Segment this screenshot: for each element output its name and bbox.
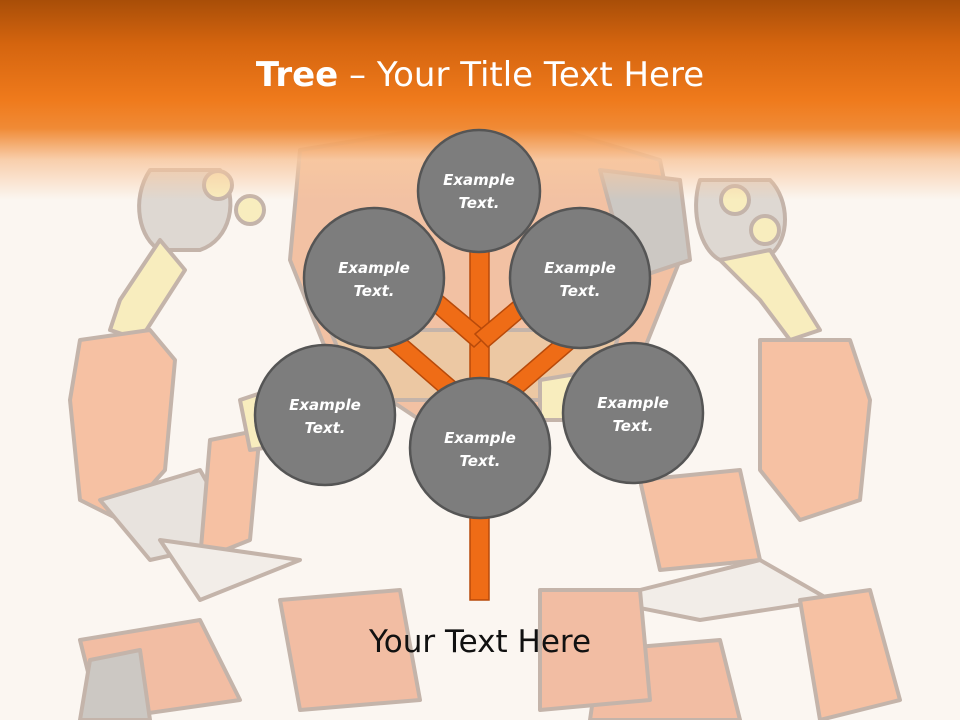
node-label-line2: Text.: [304, 419, 345, 437]
node-label-line1: Example: [597, 394, 669, 412]
tree-node-top[interactable]: Example Text.: [416, 128, 542, 254]
node-label-line1: Example: [443, 171, 515, 189]
node-label-line1: Example: [544, 259, 616, 277]
node-label-line2: Text.: [559, 282, 600, 300]
tree-node-lower-right[interactable]: Example Text.: [561, 341, 705, 485]
node-label-line2: Text.: [612, 417, 653, 435]
node-label-line2: Text.: [458, 194, 499, 212]
node-label-line1: Example: [444, 429, 516, 447]
node-label-line1: Example: [289, 396, 361, 414]
tree-node-center[interactable]: Example Text.: [408, 376, 552, 520]
tree-node-upper-right[interactable]: Example Text.: [508, 206, 652, 350]
title-bold-word: Tree: [255, 55, 339, 95]
slide-title[interactable]: Tree – Your Title Text Here: [0, 54, 960, 96]
tree-node-upper-left[interactable]: Example Text.: [302, 206, 446, 350]
title-separator: –: [338, 55, 377, 95]
node-label-line1: Example: [338, 259, 410, 277]
title-text: Your Title Text Here: [376, 55, 705, 95]
caption-text[interactable]: Your Text Here: [368, 624, 592, 660]
node-label-line2: Text.: [459, 452, 500, 470]
tree-node-lower-left[interactable]: Example Text.: [253, 343, 397, 487]
node-label-line2: Text.: [353, 282, 394, 300]
